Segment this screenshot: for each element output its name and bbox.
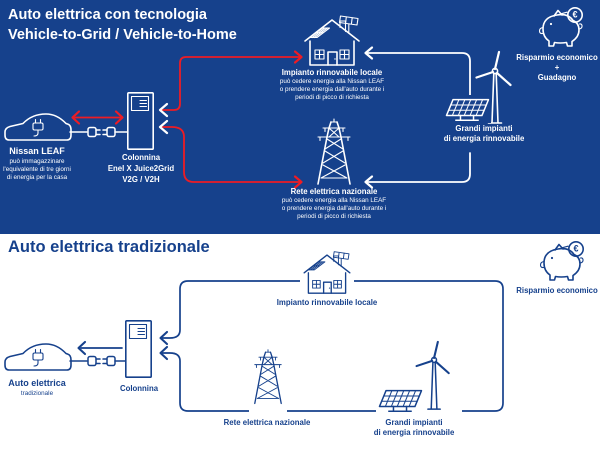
euro-coin-icon: € <box>572 9 578 20</box>
grid-desc-line: periodi di picco di richiesta <box>297 213 371 221</box>
charging-station-icon <box>127 92 154 150</box>
house-solar-icon <box>300 250 354 294</box>
piggy-label: Risparmio economico <box>516 286 598 295</box>
grid-label: Rete elettrica nazionale <box>290 187 378 196</box>
label-impianto-locale: Impianto rinnovabile locale può cedere e… <box>280 68 384 102</box>
socket-icon <box>102 126 128 138</box>
plants-label-line: di energia rinnovabile <box>443 134 525 144</box>
house-desc-line: può cedere energia alla Nissan LEAF <box>279 78 385 86</box>
label-colonnina: Colonnina <box>120 384 158 394</box>
section-traditional: Auto elettrica tradizionale € Auto elett… <box>0 234 600 452</box>
label-colonnina: Colonnina Enel X Juice2Grid V2G / V2H <box>108 153 174 186</box>
charging-station-icon <box>125 320 152 378</box>
piggy-label-line: + <box>554 63 560 73</box>
solar-panel-icon <box>443 95 491 123</box>
section-v2g: Auto elettrica con tecnologia Vehicle-to… <box>0 0 600 234</box>
plants-label-line: di energia rinnovabile <box>373 428 455 438</box>
station-label-line: Colonnina <box>121 153 161 162</box>
label-rete-nazionale: Rete elettrica nazionale può cedere ener… <box>282 187 386 221</box>
house-label: Impianto rinnovabile locale <box>276 298 378 307</box>
electric-car-icon <box>4 340 72 378</box>
connections-bottom <box>69 280 504 412</box>
label-auto-elettrica: Auto elettrica tradizionale <box>8 378 66 398</box>
connections-top <box>69 46 471 189</box>
station-label-line: Enel X Juice2Grid <box>107 163 175 173</box>
page-title-traditional: Auto elettrica tradizionale <box>8 238 210 256</box>
car-name: Nissan LEAF <box>9 146 65 156</box>
house-label: Impianto rinnovabile locale <box>281 68 383 77</box>
label-grandi-impianti: Grandi impianti di energia rinnovabile <box>444 124 525 144</box>
piggy-label-line: Risparmio economico <box>516 53 598 62</box>
car-label-line: tradizionale <box>20 389 54 397</box>
title-line1: Auto elettrica con tecnologia <box>8 7 207 23</box>
electric-car-icon <box>4 110 72 148</box>
label-rete-nazionale: Rete elettrica nazionale <box>224 418 311 428</box>
house-desc-line: periodi di picco di richiesta <box>295 94 369 102</box>
house-desc-line: o prendere energia dall'auto durante i <box>279 86 385 94</box>
label-risparmio: Risparmio economico + Guadagno <box>516 53 597 83</box>
transmission-tower-icon <box>249 342 287 412</box>
label-nissan-leaf: Nissan LEAF può immagazzinare l'equivale… <box>3 146 71 182</box>
page-title-v2g: Auto elettrica con tecnologia Vehicle-to… <box>8 5 237 45</box>
label-risparmio: Risparmio economico <box>516 286 597 296</box>
solar-panel-icon <box>376 386 424 414</box>
plug-icon <box>69 126 101 138</box>
socket-icon <box>102 355 126 367</box>
station-label-line: V2G / V2H <box>122 174 160 184</box>
plants-label-line: Grandi impianti <box>385 418 443 427</box>
transmission-tower-icon <box>311 118 357 186</box>
plug-icon <box>69 355 101 367</box>
plants-label-line: Grandi impianti <box>455 124 513 133</box>
title-line2: Vehicle-to-Grid / Vehicle-to-Home <box>8 27 237 43</box>
station-label: Colonnina <box>119 384 159 393</box>
car-desc-line: di energia per la casa <box>6 173 68 181</box>
grid-desc-line: può cedere energia alla Nissan LEAF <box>281 197 387 205</box>
label-grandi-impianti: Grandi impianti di energia rinnovabile <box>374 418 455 438</box>
euro-coin-icon: € <box>573 243 579 254</box>
label-impianto-locale: Impianto rinnovabile locale <box>277 298 378 308</box>
grid-desc-line: o prendere energia dall'auto durante i <box>281 205 387 213</box>
car-desc-line: l'equivalente di tre giorni <box>3 165 71 173</box>
house-solar-icon <box>303 14 361 66</box>
piggy-label-line: Guadagno <box>537 73 577 83</box>
grid-label: Rete elettrica nazionale <box>223 418 311 427</box>
car-label-line: Auto elettrica <box>8 378 66 388</box>
car-desc-line: può immagazzinare <box>9 157 65 165</box>
